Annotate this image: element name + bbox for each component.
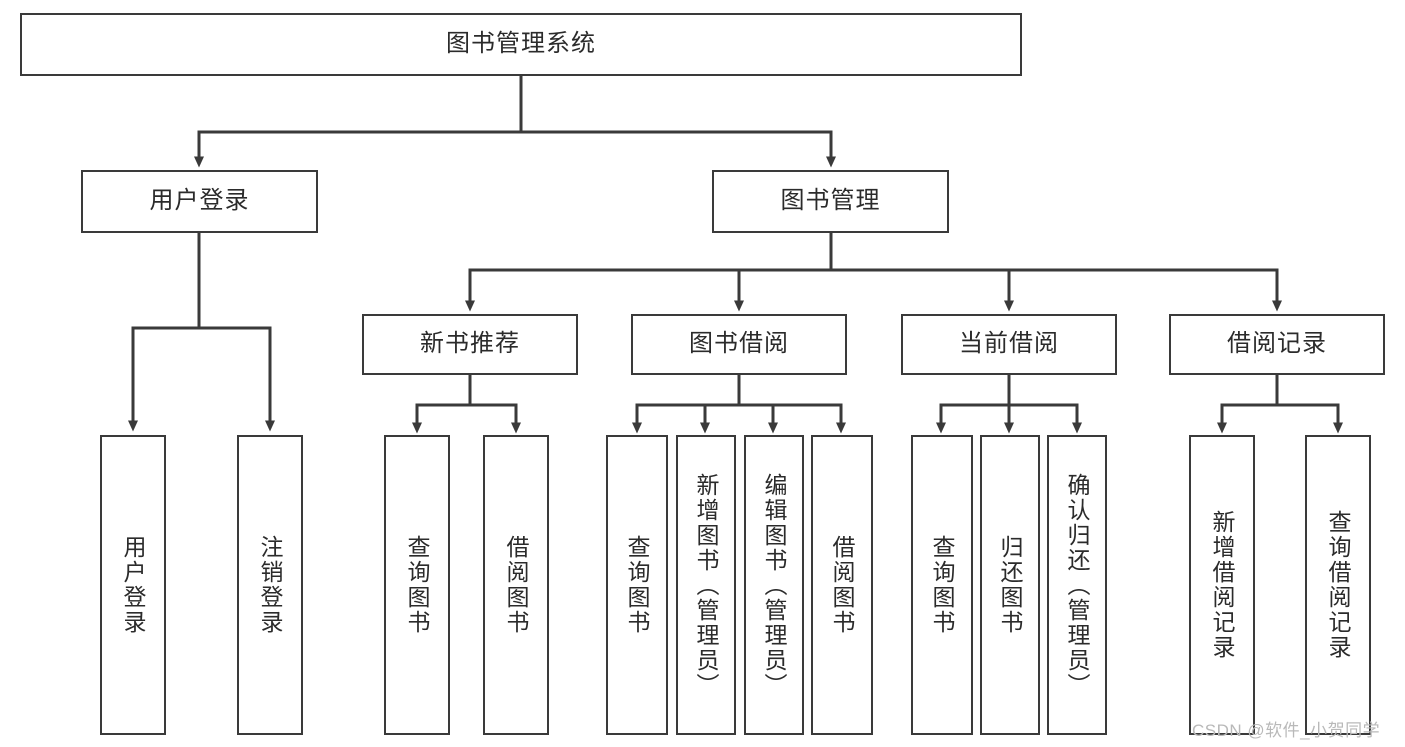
node-user-login[interactable]: 用户登录 <box>81 170 318 233</box>
node-leaf-logout-login[interactable]: 注销登录 <box>237 435 303 735</box>
node-leaf-query-book-recommend[interactable]: 查询图书 <box>384 435 450 735</box>
node-leaf-user-login[interactable]: 用户登录 <box>100 435 166 735</box>
node-leaf-borrow-book-borrow[interactable]: 借阅图书 <box>811 435 873 735</box>
node-label: 用户登录 <box>120 535 147 635</box>
node-label: 图书借阅 <box>689 330 789 358</box>
node-leaf-add-borrow-record[interactable]: 新增借阅记录 <box>1189 435 1255 735</box>
node-label: 归还图书 <box>997 535 1024 635</box>
node-label: 查询图书 <box>624 535 651 635</box>
node-leaf-confirm-return[interactable]: 确认归还（管理员） <box>1047 435 1107 735</box>
node-leaf-return-book[interactable]: 归还图书 <box>980 435 1040 735</box>
node-label: 借阅图书 <box>503 535 530 635</box>
node-leaf-edit-book[interactable]: 编辑图书（管理员） <box>744 435 804 735</box>
node-leaf-query-book-current[interactable]: 查询图书 <box>911 435 973 735</box>
node-borrow-record[interactable]: 借阅记录 <box>1169 314 1385 375</box>
node-label: 查询图书 <box>404 535 431 635</box>
node-label: 借阅图书 <box>829 535 856 635</box>
node-label: 新增图书（管理员） <box>693 472 720 698</box>
node-label: 图书管理系统 <box>446 30 596 58</box>
node-new-book-recommend[interactable]: 新书推荐 <box>362 314 578 375</box>
node-label: 注销登录 <box>257 535 284 635</box>
node-label: 借阅记录 <box>1227 330 1327 358</box>
node-book-borrow[interactable]: 图书借阅 <box>631 314 847 375</box>
node-label: 新增借阅记录 <box>1209 510 1236 660</box>
node-leaf-query-borrow-record[interactable]: 查询借阅记录 <box>1305 435 1371 735</box>
node-label: 查询借阅记录 <box>1325 510 1352 660</box>
node-leaf-add-book[interactable]: 新增图书（管理员） <box>676 435 736 735</box>
node-label: 编辑图书（管理员） <box>761 472 788 698</box>
node-leaf-query-book-borrow[interactable]: 查询图书 <box>606 435 668 735</box>
node-book-manage[interactable]: 图书管理 <box>712 170 949 233</box>
node-leaf-borrow-book-recommend[interactable]: 借阅图书 <box>483 435 549 735</box>
node-label: 查询图书 <box>929 535 956 635</box>
node-label: 确认归还（管理员） <box>1064 472 1091 698</box>
node-label: 新书推荐 <box>420 330 520 358</box>
node-label: 当前借阅 <box>959 330 1059 358</box>
node-label: 图书管理 <box>780 187 881 215</box>
node-current-borrow[interactable]: 当前借阅 <box>901 314 1117 375</box>
node-label: 用户登录 <box>149 187 250 215</box>
node-root-system[interactable]: 图书管理系统 <box>20 13 1022 76</box>
